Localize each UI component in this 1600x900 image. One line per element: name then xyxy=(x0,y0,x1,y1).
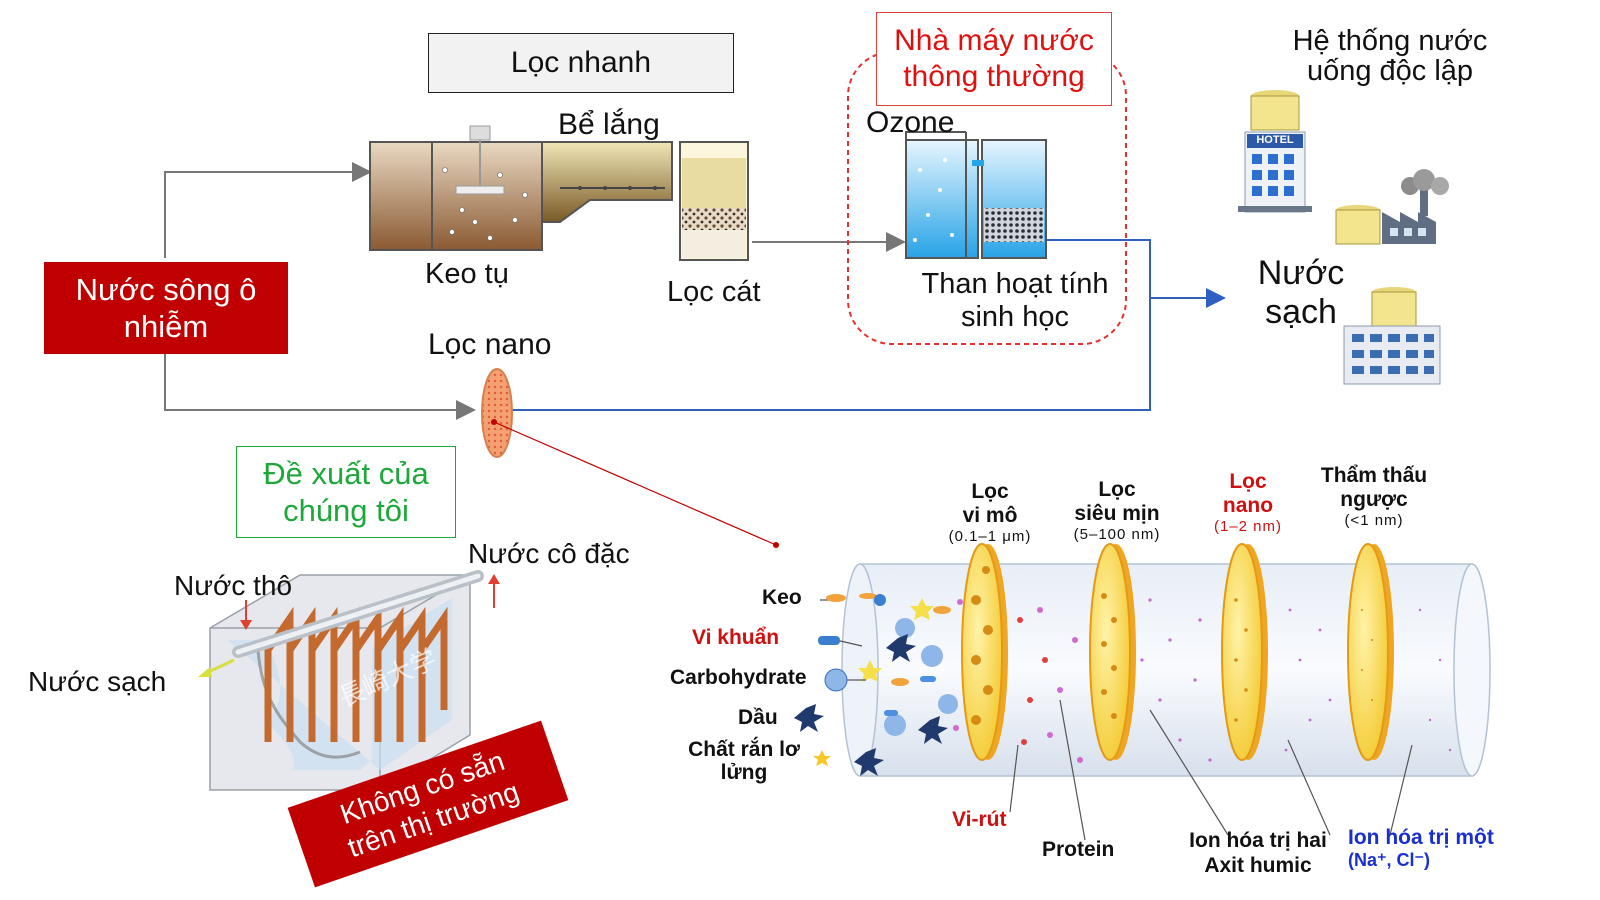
membrane-pipe-icon xyxy=(820,543,1491,841)
bio-carbon-tank-icon xyxy=(972,139,1047,259)
divalent-ions-label: Ion hóa trị hai Axit humic xyxy=(1176,828,1340,878)
pointer-lines xyxy=(820,599,1413,841)
fast-filter-label: Lọc nhanh xyxy=(428,33,734,93)
stage-line2: ngược xyxy=(1340,488,1408,512)
clean-water-line2: sạch xyxy=(1265,293,1337,332)
clean-water-line1: Nước xyxy=(1257,254,1345,292)
independent-system-label: Hệ thống nước uống độc lập xyxy=(1275,26,1505,87)
sand-filter-label: Lọc cát xyxy=(667,276,761,308)
zoom-dot xyxy=(773,542,779,548)
oil-icon xyxy=(794,704,824,732)
stage-line2: siêu mịn xyxy=(1074,502,1160,526)
sand-filter-icon xyxy=(679,141,749,261)
legend-icons xyxy=(794,594,848,766)
monovalent-ions-label: Ion hóa trị một (Na⁺, Cl⁻) xyxy=(1348,826,1494,871)
flow-lines xyxy=(164,162,1226,420)
suspended-solids-icon xyxy=(813,750,831,766)
colloid-label: Keo xyxy=(762,586,802,609)
hotel-building-icon xyxy=(1238,90,1312,213)
coagulation-label: Keo tụ xyxy=(425,258,509,290)
stage-line2: vi mô xyxy=(962,504,1018,528)
membrane-disc-microfiltration xyxy=(961,543,1008,761)
ozone-label: Ozone xyxy=(866,106,955,139)
stage-line1: Thẩm thấu xyxy=(1320,464,1428,487)
apartment-building-icon xyxy=(1343,287,1441,385)
oil-label: Dầu xyxy=(738,706,778,729)
nano-filter-disc-icon xyxy=(481,368,513,458)
stage-line2: nano xyxy=(1222,494,1274,518)
proposed-membrane-module-icon xyxy=(209,570,484,791)
clean-water-outlet-label: Nước sạch xyxy=(28,666,167,697)
ions-line: (Na⁺, Cl⁻) xyxy=(1348,850,1431,871)
bacteria-icon xyxy=(818,636,840,645)
suspended-line2: lửng xyxy=(720,761,768,785)
stage-ultrafiltration-label: Lọc siêu mịn (5–100 nm) xyxy=(1052,478,1182,544)
concentrate-label: Nước cô đặc xyxy=(468,538,630,569)
stage-range: (5–100 nm) xyxy=(1073,526,1161,544)
particles xyxy=(854,593,1452,776)
monovalent-line: Ion hóa trị một xyxy=(1348,826,1494,849)
suspended-solids-label: Chất rắn lơ lửng xyxy=(682,738,806,784)
carbohydrate-icon xyxy=(824,668,848,692)
stage-line1: Lọc xyxy=(971,480,1009,503)
suspended-line1: Chất rắn lơ xyxy=(688,738,800,761)
carbohydrate-label: Carbohydrate xyxy=(670,666,807,689)
membrane-disc-reverse-osmosis xyxy=(1347,543,1394,761)
stage-range: (0.1–1 μm) xyxy=(948,528,1032,546)
nano-filter-label: Lọc nano xyxy=(428,328,552,361)
bio-carbon-line2: sinh học xyxy=(960,301,1069,334)
humic-line: Axit humic xyxy=(1204,854,1312,878)
stage-microfiltration-label: Lọc vi mô (0.1–1 μm) xyxy=(930,480,1050,546)
stage-range: (1–2 nm) xyxy=(1213,518,1283,536)
bacteria-label: Vi khuẩn xyxy=(692,626,780,649)
membrane-disc-ultrafiltration xyxy=(1089,543,1136,761)
factory-icon xyxy=(1335,169,1449,245)
coagulation-tank-icon xyxy=(369,125,543,251)
protein-label: Protein xyxy=(1042,838,1115,861)
clean-water-label: Nước sạch xyxy=(1236,254,1366,332)
divalent-line: Ion hóa trị hai xyxy=(1189,829,1327,852)
stage-nanofiltration-label: Lọc nano (1–2 nm) xyxy=(1188,470,1308,536)
stage-line1: Lọc xyxy=(1229,470,1267,493)
stage-range: (<1 nm) xyxy=(1344,512,1404,530)
hotel-sign: HOTEL xyxy=(1256,134,1294,146)
virus-label: Vi-rút xyxy=(952,808,1007,831)
raw-water-label: Nước thô xyxy=(174,570,293,601)
independent-line1: Hệ thống nước xyxy=(1292,25,1488,57)
sedimentation-label: Bể lắng xyxy=(558,108,660,141)
ozone-tank-icon xyxy=(905,131,979,259)
colloid-icon xyxy=(826,594,846,602)
stage-line1: Lọc xyxy=(1098,478,1136,501)
membrane-disc-nanofiltration xyxy=(1221,543,1268,761)
bio-carbon-line1: Than hoạt tính xyxy=(921,268,1109,300)
zoom-line xyxy=(493,421,777,546)
stage-reverse-osmosis-label: Thẩm thấu ngược (<1 nm) xyxy=(1304,464,1444,530)
bio-carbon-label: Than hoạt tính sinh học xyxy=(910,268,1120,335)
sedimentation-basin-icon xyxy=(541,141,673,223)
independent-line2: uống độc lập xyxy=(1306,55,1474,88)
